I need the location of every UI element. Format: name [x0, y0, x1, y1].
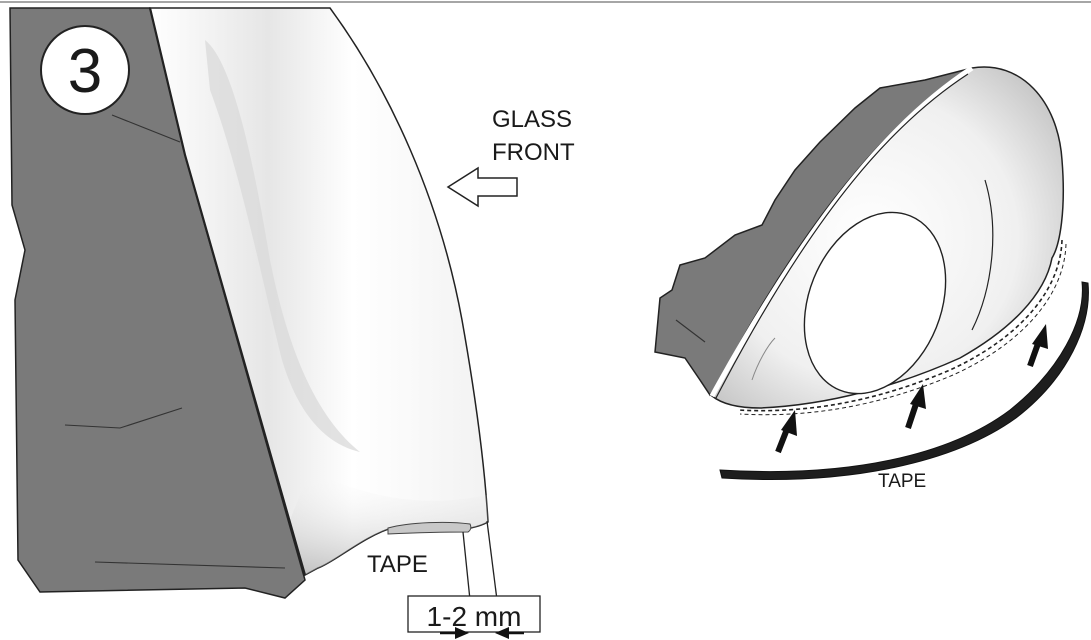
tape-strip-right: [719, 281, 1089, 480]
reflector-arc: [971, 179, 994, 331]
housing-detail-line: [64, 407, 183, 429]
tape-dashed-line: [737, 239, 1063, 412]
glass-inner-shading: [205, 40, 360, 452]
housing-glass-seam: [148, 7, 307, 576]
housing-detail-line: [111, 114, 181, 143]
dimension-guide-left: [462, 531, 471, 601]
dimension-box: [407, 595, 541, 633]
tape-strip-left: [387, 521, 472, 535]
tape-dashed-line: [739, 243, 1067, 416]
gap-dimension-label: 1-2 mm: [427, 601, 522, 632]
hollow-arrow-left-icon: [446, 166, 518, 208]
glass-bottom-shading: [290, 470, 488, 575]
step-number: 3: [68, 37, 102, 106]
arrow-up-right-icon: [775, 410, 797, 454]
lens-inner-circle: [803, 211, 947, 395]
lens-edge-line: [715, 73, 969, 399]
step-badge: [40, 25, 130, 115]
tape-label-left: TAPE: [367, 551, 428, 578]
arrow-up-right-icon: [905, 384, 926, 429]
lens-edge-highlight: [709, 65, 974, 398]
glass-label-line1: GLASS: [492, 106, 572, 133]
arrow-right-icon: [440, 627, 469, 639]
housing-detail-line: [94, 561, 286, 569]
dimension-guide-right: [486, 520, 498, 601]
right-housing-detail: [675, 319, 706, 343]
arrow-left-icon: [495, 627, 524, 639]
lens-highlight-mark: [751, 337, 776, 381]
tape-label-right: TAPE: [878, 471, 926, 492]
left-lamp-section: 3: [9, 7, 541, 639]
glass-label-line2: FRONT: [492, 139, 575, 166]
arrow-up-right-icon: [1027, 324, 1048, 368]
right-lamp-view: [654, 65, 1089, 480]
